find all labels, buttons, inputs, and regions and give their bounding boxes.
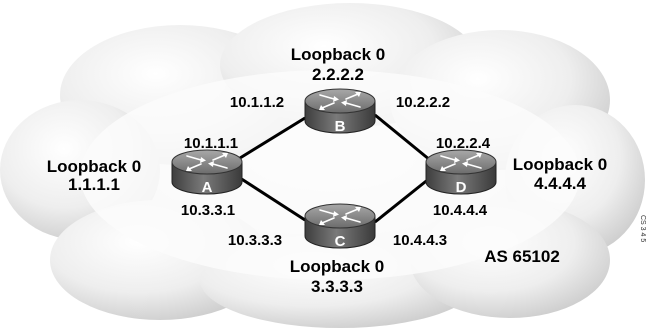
router-d-ip-bottom: 10.4.4.4 (433, 202, 488, 219)
router-a-loopback-title: Loopback 0 (47, 157, 141, 176)
router-a: A (171, 149, 243, 196)
router-c-letter: C (335, 233, 346, 250)
link-a-b (239, 116, 306, 160)
router-d: D (425, 149, 497, 196)
router-a-letter: A (202, 179, 213, 196)
router-c-ip-right: 10.4.4.3 (393, 232, 447, 249)
link-c-d (374, 176, 431, 224)
router-d-letter: D (456, 179, 467, 196)
router-d-loopback-title: Loopback 0 (513, 155, 607, 174)
router-b-loopback-title: Loopback 0 (291, 45, 385, 64)
router-a-loopback-ip: 1.1.1.1 (68, 175, 120, 194)
router-c-ip-left: 10.3.3.3 (228, 232, 282, 249)
router-c-loopback-title: Loopback 0 (290, 257, 384, 276)
links (239, 113, 431, 224)
cloud-background (0, 3, 645, 328)
router-d-ip-top: 10.2.2.4 (436, 135, 491, 152)
router-b-loopback-ip: 2.2.2.2 (312, 65, 364, 84)
router-a-ip-bottom: 10.3.3.1 (181, 202, 235, 219)
router-c-loopback-ip: 3.3.3.3 (311, 277, 363, 296)
link-a-c (239, 176, 306, 222)
router-b-ip-right: 10.2.2.2 (396, 94, 450, 111)
as-label: AS 65102 (484, 247, 560, 266)
link-b-d (374, 113, 431, 162)
router-d-loopback-ip: 4.4.4.4 (534, 174, 587, 193)
side-figure-code: CS 3 4 5 (639, 215, 646, 242)
router-b-letter: B (335, 118, 346, 135)
router-a-ip-top: 10.1.1.1 (184, 135, 238, 152)
router-b: B (304, 88, 376, 135)
router-b-ip-left: 10.1.1.2 (230, 94, 284, 111)
router-c: C (304, 203, 376, 250)
